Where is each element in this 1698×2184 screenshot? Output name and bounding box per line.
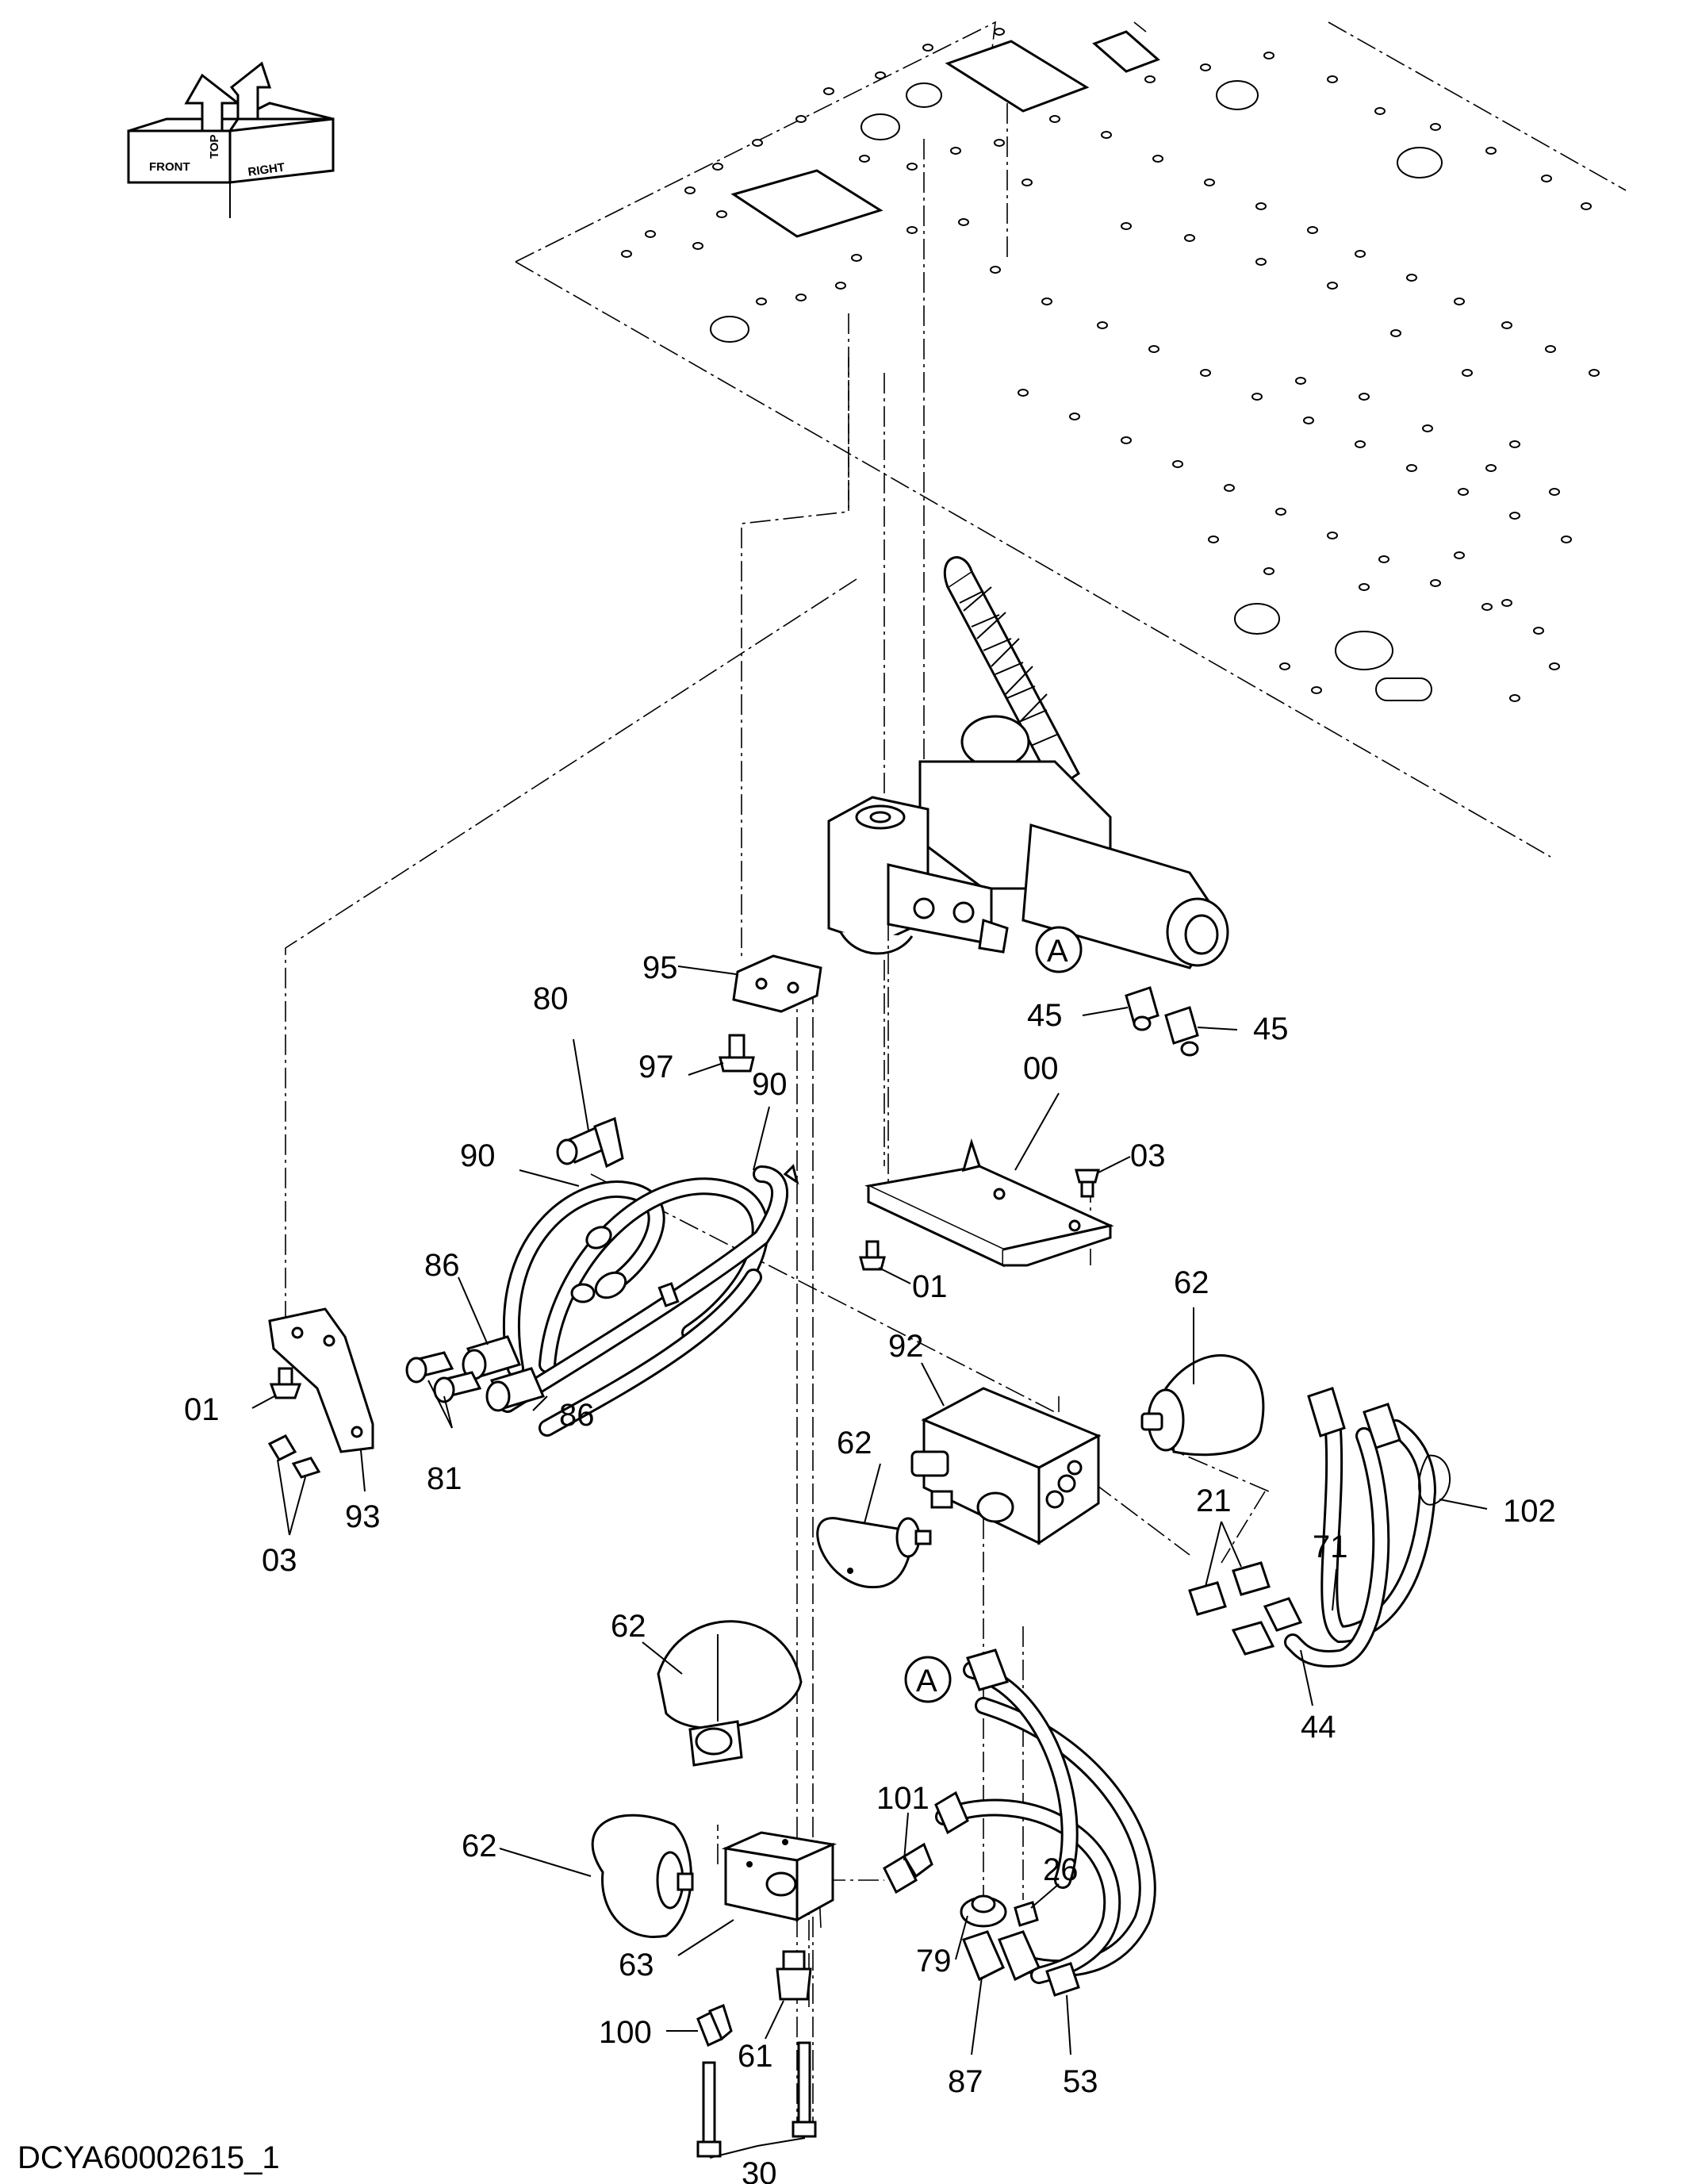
callout-p62d: 62 — [462, 1829, 497, 1864]
callout-p63: 63 — [619, 1948, 654, 1982]
view-marker-a-bottom: A — [904, 1656, 952, 1703]
callout-p71: 71 — [1313, 1530, 1348, 1564]
top-label: TOP — [208, 134, 221, 159]
part-71-44-hoses — [1231, 1387, 1451, 1668]
foot-pedal-valve — [827, 556, 1229, 969]
part-03-bolts-left — [267, 1434, 321, 1479]
callout-labels: 95 80 97 90 90 45 45 00 03 86 86 01 01 62 92 81 93 03 62 21… — [184, 950, 1556, 2184]
callout-p01a: 01 — [912, 1269, 948, 1304]
callout-p87: 87 — [948, 2064, 983, 2099]
floor-plate — [515, 21, 1627, 858]
part-61-sensor — [776, 1950, 812, 2001]
part-95-plate — [732, 954, 822, 1013]
part-97-bolt — [719, 1034, 755, 1073]
part-93-bracket — [268, 1307, 374, 1453]
orientation-arrow-icon: FRONT TOP RIGHT — [127, 61, 335, 218]
callout-p90a: 90 — [460, 1138, 496, 1173]
view-marker-label: A — [916, 1664, 937, 1698]
part-101-elbow — [883, 1842, 933, 1894]
callout-p79: 79 — [916, 1944, 952, 1979]
callout-p44: 44 — [1301, 1710, 1336, 1745]
right-label: RIGHT — [247, 160, 286, 178]
part-01-bolt-center — [859, 1240, 886, 1271]
part-21-plugs — [1188, 1561, 1271, 1616]
callout-p26: 26 — [1043, 1852, 1079, 1887]
part-79-26-plugs — [960, 1894, 1039, 1928]
callout-p45b: 45 — [1253, 1011, 1289, 1046]
callout-p101: 101 — [876, 1781, 929, 1816]
part-53-hoses — [934, 1649, 1156, 1997]
part-62-accumulator-mid — [816, 1517, 932, 1589]
callout-p86b: 86 — [559, 1398, 595, 1433]
part-81-fittings — [405, 1351, 482, 1403]
callout-p92: 92 — [888, 1329, 924, 1364]
callout-p97: 97 — [638, 1050, 674, 1084]
callout-p61: 61 — [738, 2039, 773, 2074]
part-45-elbows — [1125, 986, 1199, 1057]
callout-p03b: 03 — [262, 1543, 297, 1578]
callout-p30: 30 — [742, 2156, 777, 2184]
callout-p62c: 62 — [611, 1609, 646, 1644]
part-62-accumulator-lower-upper — [657, 1620, 803, 1767]
part-63-block — [721, 1831, 838, 1922]
drawing-id: DCYA60002615_1 — [17, 2140, 280, 2175]
callout-p86a: 86 — [424, 1248, 460, 1283]
part-00-bracket — [864, 1138, 1114, 1268]
callout-p62a: 62 — [1174, 1265, 1209, 1300]
part-92-valve-block — [910, 1387, 1102, 1545]
callout-p80: 80 — [533, 981, 569, 1016]
callout-p01b: 01 — [184, 1392, 220, 1427]
part-30-bolts — [696, 2041, 817, 2158]
construction-lines — [285, 103, 1270, 2126]
part-62-accumulator-lower-left — [591, 1814, 694, 1938]
callout-p03a: 03 — [1130, 1138, 1166, 1173]
view-marker-a-top: A — [1035, 926, 1083, 973]
part-80-fitting — [556, 1116, 624, 1169]
view-marker-label: A — [1047, 934, 1068, 969]
callout-p45a: 45 — [1027, 998, 1063, 1033]
callout-p93: 93 — [345, 1499, 381, 1534]
callout-p95: 95 — [642, 950, 678, 985]
callout-p00: 00 — [1023, 1051, 1059, 1086]
callout-p21: 21 — [1196, 1484, 1232, 1518]
callout-p100: 100 — [599, 2015, 652, 2050]
part-01-bolt-left — [269, 1367, 302, 1399]
front-label: FRONT — [149, 160, 190, 174]
part-100-clip — [696, 2003, 733, 2048]
part-62-accumulator-right — [1140, 1354, 1265, 1457]
callout-p53: 53 — [1063, 2064, 1098, 2099]
hose-loop-assembly — [462, 1164, 799, 1437]
part-03-bolt-top — [1075, 1169, 1100, 1198]
callout-p90b: 90 — [752, 1067, 788, 1102]
callout-p62b: 62 — [837, 1426, 872, 1460]
leader-lines — [251, 965, 1488, 2159]
callout-p102: 102 — [1503, 1494, 1556, 1529]
callout-p81: 81 — [427, 1461, 462, 1496]
